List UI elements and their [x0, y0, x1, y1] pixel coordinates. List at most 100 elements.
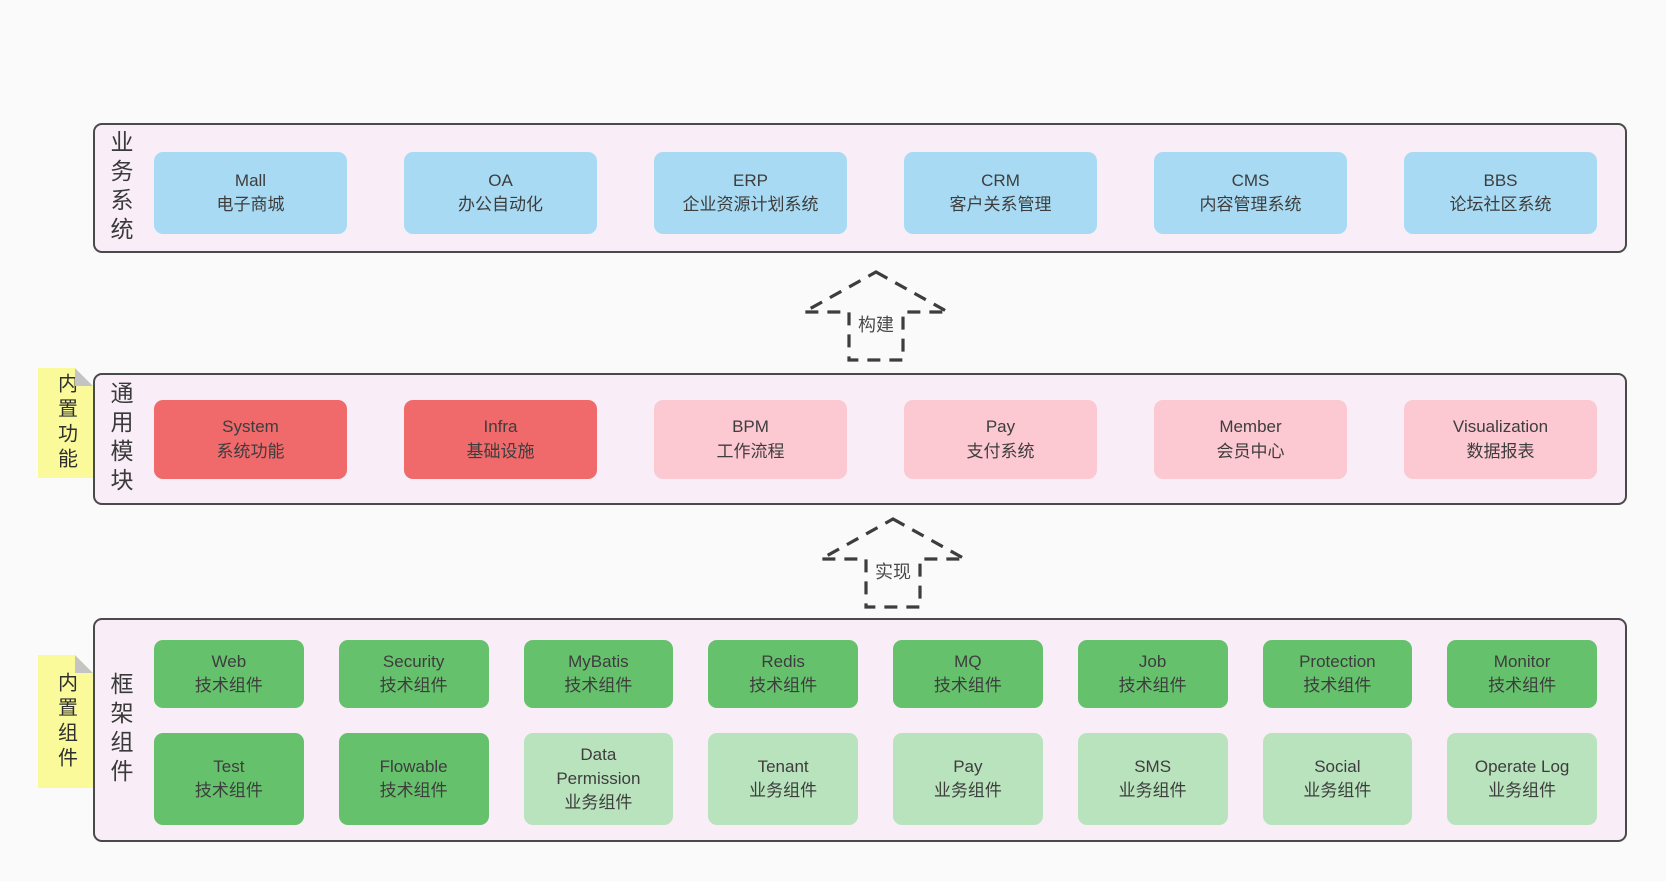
box-test-zh: 技术组件 [194, 780, 263, 800]
box-data-permission-en: Data Permission [556, 744, 641, 788]
box-job: Job 技术组件 [1077, 640, 1228, 708]
box-flowable-en: Flowable [379, 756, 448, 776]
box-test-en: Test [213, 756, 245, 776]
layer-title-modules: 通用模块 [107, 381, 133, 497]
box-mall-zh: 电子商城 [216, 195, 285, 214]
box-erp: ERP 企业资源计划系统 [654, 152, 847, 234]
box-oa: OA 办公自动化 [404, 152, 597, 234]
implement-arrow: 实现 [813, 513, 973, 613]
box-bpm-en: BPM [732, 417, 769, 437]
box-crm: CRM 客户关系管理 [904, 152, 1097, 234]
box-job-zh: 技术组件 [1118, 675, 1187, 695]
box-system-zh: 系统功能 [216, 441, 285, 461]
box-cms: CMS 内容管理系统 [1154, 152, 1347, 234]
box-tenant-zh: 业务组件 [749, 780, 818, 800]
box-mall-en: Mall [234, 170, 267, 190]
box-member-en: Member [1219, 417, 1282, 437]
box-pay-component: Pay 业务组件 [893, 732, 1043, 825]
box-web-zh: 技术组件 [194, 675, 263, 695]
box-sms-zh: 业务组件 [1118, 780, 1187, 800]
box-mq-zh: 技术组件 [933, 675, 1002, 695]
box-mybatis-en: MyBatis [568, 651, 629, 671]
box-operate-log: Operate Log 业务组件 [1447, 732, 1597, 825]
box-crm-en: CRM [981, 170, 1020, 190]
box-bbs-zh: 论坛社区系统 [1449, 195, 1552, 214]
box-monitor-zh: 技术组件 [1488, 675, 1557, 695]
layer-title-business: 业务系统 [107, 130, 133, 246]
box-web: Web 技术组件 [154, 640, 304, 708]
box-system: System 系统功能 [154, 400, 347, 479]
box-infra-zh: 基础设施 [466, 441, 535, 461]
box-monitor-en: Monitor [1493, 651, 1551, 671]
box-operate-log-en: Operate Log [1474, 756, 1570, 776]
box-visualization: Visualization 数据报表 [1404, 400, 1597, 479]
box-pay-system-en: Pay [985, 417, 1016, 437]
box-sms-en: SMS [1134, 756, 1172, 776]
box-crm-zh: 客户关系管理 [949, 195, 1052, 214]
build-arrow-label: 构建 [854, 310, 898, 338]
box-tenant-en: Tenant [757, 756, 809, 776]
box-cms-en: CMS [1231, 170, 1270, 190]
box-redis-zh: 技术组件 [749, 675, 818, 695]
business-boxes-row: Mall 电子商城 OA 办公自动化 ERP 企业资源计划系统 CRM 客户关系… [154, 152, 1597, 234]
box-member-zh: 会员中心 [1216, 441, 1285, 461]
box-member: Member 会员中心 [1154, 400, 1347, 479]
layer-business-systems: 业务系统 Mall 电子商城 OA 办公自动化 ERP 企业资源计划系统 CRM… [93, 123, 1627, 253]
box-security: Security 技术组件 [338, 640, 489, 708]
box-bpm: BPM 工作流程 [654, 400, 847, 479]
box-infra-en: Infra [483, 417, 518, 437]
box-mall: Mall 电子商城 [154, 152, 347, 234]
box-operate-log-zh: 业务组件 [1488, 780, 1557, 800]
box-flowable: Flowable 技术组件 [338, 732, 489, 825]
box-tenant: Tenant 业务组件 [708, 732, 858, 825]
box-protection: Protection 技术组件 [1262, 640, 1413, 708]
box-visualization-zh: 数据报表 [1466, 441, 1535, 461]
box-web-en: Web [211, 651, 247, 671]
box-redis-en: Redis [761, 651, 805, 671]
box-social-en: Social [1314, 756, 1361, 776]
box-bpm-zh: 工作流程 [716, 441, 785, 461]
box-monitor: Monitor 技术组件 [1447, 640, 1597, 708]
box-oa-en: OA [488, 170, 513, 190]
box-security-en: Security [382, 651, 445, 671]
builtin-functions-note-text: 内置功能 [54, 373, 77, 473]
box-social-zh: 业务组件 [1303, 780, 1372, 800]
builtin-functions-note: 内置功能 [38, 368, 93, 478]
box-social: Social 业务组件 [1262, 732, 1413, 825]
module-boxes-row: System 系统功能 Infra 基础设施 BPM 工作流程 Pay 支付系统… [154, 400, 1597, 479]
box-test: Test 技术组件 [154, 732, 304, 825]
box-visualization-en: Visualization [1452, 417, 1549, 437]
box-data-permission: Data Permission 业务组件 [523, 732, 674, 825]
layer-common-modules: 通用模块 System 系统功能 Infra 基础设施 BPM 工作流程 Pay… [93, 373, 1627, 505]
box-bbs-en: BBS [1483, 170, 1518, 190]
box-protection-en: Protection [1299, 651, 1376, 671]
box-job-en: Job [1138, 651, 1167, 671]
layer-framework-components: 框架组件 Web 技术组件 Security 技术组件 MyBatis 技术组件… [93, 618, 1627, 842]
box-data-permission-zh: 业务组件 [564, 793, 633, 813]
box-bbs: BBS 论坛社区系统 [1404, 152, 1597, 234]
component-boxes-grid: Web 技术组件 Security 技术组件 MyBatis 技术组件 Redi… [154, 640, 1597, 825]
layer-title-components: 框架组件 [107, 672, 133, 788]
box-redis: Redis 技术组件 [708, 640, 858, 708]
box-system-en: System [222, 417, 279, 437]
box-pay-system-zh: 支付系统 [966, 441, 1035, 461]
builtin-components-note: 内置组件 [38, 655, 93, 788]
implement-arrow-label: 实现 [871, 557, 915, 585]
box-sms: SMS 业务组件 [1077, 732, 1228, 825]
box-cms-zh: 内容管理系统 [1199, 195, 1302, 214]
box-flowable-zh: 技术组件 [379, 780, 448, 800]
box-erp-en: ERP [733, 170, 768, 190]
box-mybatis-zh: 技术组件 [564, 675, 633, 695]
box-mybatis: MyBatis 技术组件 [523, 640, 674, 708]
box-protection-zh: 技术组件 [1303, 675, 1372, 695]
box-pay-component-en: Pay [953, 756, 983, 776]
box-infra: Infra 基础设施 [404, 400, 597, 479]
box-mq-en: MQ [954, 651, 982, 671]
build-arrow: 构建 [796, 266, 956, 366]
box-pay-component-zh: 业务组件 [933, 780, 1002, 800]
box-security-zh: 技术组件 [379, 675, 448, 695]
box-mq: MQ 技术组件 [893, 640, 1043, 708]
builtin-components-note-text: 内置组件 [54, 671, 77, 772]
box-erp-zh: 企业资源计划系统 [682, 195, 819, 214]
